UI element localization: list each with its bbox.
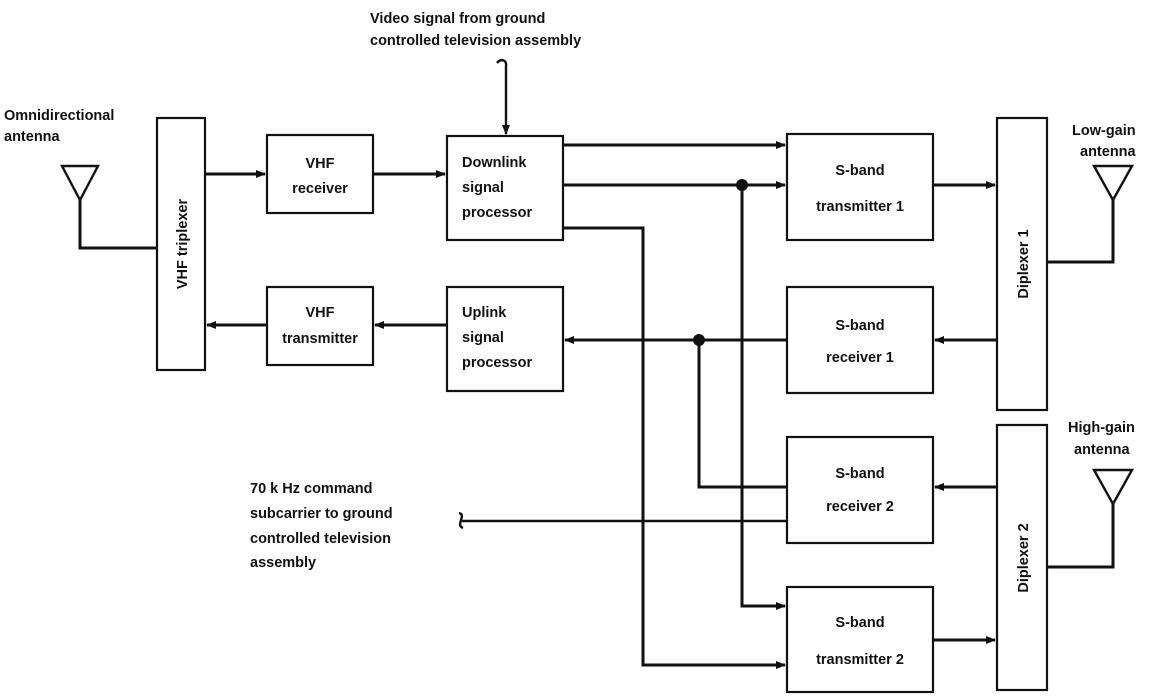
omnidirectional-antenna-label: Omnidirectional antenna <box>4 108 114 145</box>
low-gain-antenna-icon <box>1047 164 1135 264</box>
vhf-receiver-block: VHF receiver <box>265 133 375 215</box>
video-label-line-2: controlled television assembly <box>370 33 581 49</box>
downlink-signal-processor-block: Downlink signal processor <box>445 134 565 242</box>
sband-rx1-label-1: S-band <box>835 318 884 334</box>
high-gain-label-line-1: High-gain <box>1068 420 1135 436</box>
command-label-line-3: controlled television <box>250 531 391 547</box>
uplink-label-2: signal <box>462 330 504 346</box>
downlink-label-1: Downlink <box>462 155 527 171</box>
command-subcarrier-label: 70 k Hz command subcarrier to ground con… <box>250 481 393 571</box>
command-label-line-1: 70 k Hz command <box>250 481 373 497</box>
diplexer-1-label: Diplexer 1 <box>1016 229 1032 298</box>
sband-tx1-label-1: S-band <box>835 163 884 179</box>
diplexer-1-block: Diplexer 1 <box>995 116 1049 412</box>
vhf-triplexer-label: VHF triplexer <box>175 199 191 290</box>
vhf-transmitter-block: VHF transmitter <box>265 285 375 367</box>
vhf-transmitter-label-1: VHF <box>306 305 335 321</box>
video-signal-label: Video signal from ground controlled tele… <box>370 11 581 49</box>
low-gain-label-line-2: antenna <box>1080 144 1137 160</box>
downlink-label-2: signal <box>462 180 504 196</box>
sband-receiver-2-block: S-band receiver 2 <box>785 435 935 545</box>
sband-rx2-label-2: receiver 2 <box>826 499 894 515</box>
signal-paths <box>205 58 997 669</box>
omni-label-line-2: antenna <box>4 129 61 145</box>
uplink-label-1: Uplink <box>462 305 507 321</box>
sband-tx2-label-1: S-band <box>835 615 884 631</box>
sband-tx2-label-2: transmitter 2 <box>816 652 904 668</box>
command-label-line-4: assembly <box>250 555 316 571</box>
downlink-label-3: processor <box>462 205 532 221</box>
vhf-receiver-label-2: receiver <box>292 181 348 197</box>
high-gain-antenna-icon <box>1047 468 1135 569</box>
sband-tx1-label-2: transmitter 1 <box>816 199 904 215</box>
low-gain-label-line-1: Low-gain <box>1072 123 1136 139</box>
video-label-line-1: Video signal from ground <box>370 11 545 27</box>
vhf-triplexer-block: VHF triplexer <box>155 116 207 372</box>
vhf-receiver-label-1: VHF <box>306 156 335 172</box>
sband-rx1-label-2: receiver 1 <box>826 350 894 366</box>
diplexer-2-block: Diplexer 2 <box>995 423 1049 692</box>
high-gain-antenna-label: High-gain antenna <box>1068 420 1135 458</box>
uplink-label-3: processor <box>462 355 532 371</box>
high-gain-label-line-2: antenna <box>1074 442 1131 458</box>
low-gain-antenna-label: Low-gain antenna <box>1072 123 1137 160</box>
sband-rx2-label-1: S-band <box>835 466 884 482</box>
omnidirectional-antenna-icon <box>60 164 157 250</box>
sband-receiver-1-block: S-band receiver 1 <box>785 285 935 395</box>
vhf-transmitter-label-2: transmitter <box>282 331 358 347</box>
uplink-signal-processor-block: Uplink signal processor <box>445 285 565 393</box>
command-label-line-2: subcarrier to ground <box>250 506 393 522</box>
diplexer-2-label: Diplexer 2 <box>1016 523 1032 592</box>
sband-transmitter-2-block: S-band transmitter 2 <box>785 585 935 694</box>
sband-transmitter-1-block: S-band transmitter 1 <box>785 132 935 242</box>
omni-label-line-1: Omnidirectional <box>4 108 114 124</box>
